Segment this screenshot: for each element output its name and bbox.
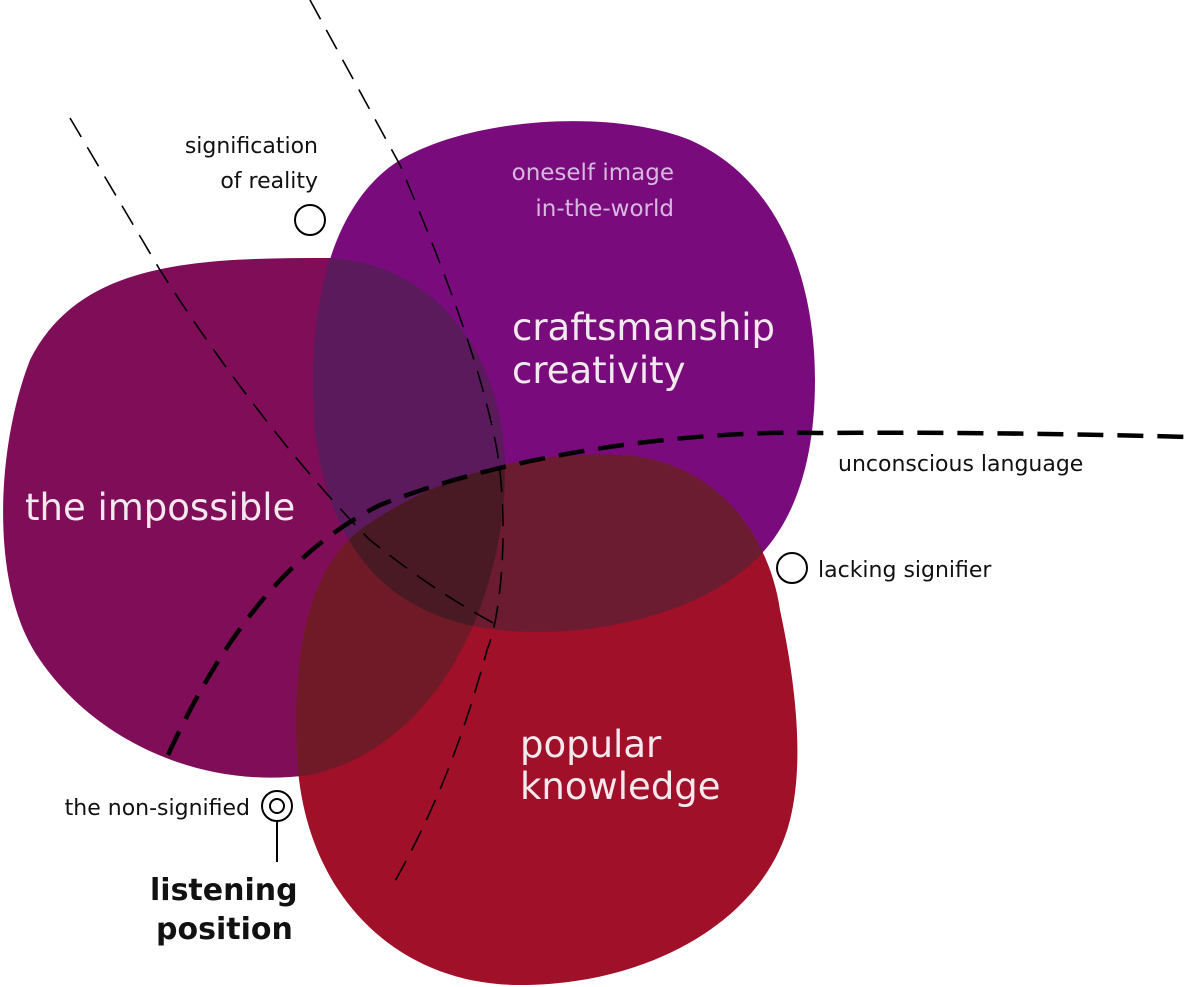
popular-label: popular xyxy=(520,723,662,766)
the-impossible-label: the impossible xyxy=(25,486,295,529)
oneself-image-label: oneself image xyxy=(512,160,674,186)
unconscious-language-label: unconscious language xyxy=(838,452,1083,477)
left-dashed-line xyxy=(69,117,498,626)
creativity-label: creativity xyxy=(512,349,686,392)
signification-label: signification xyxy=(185,134,318,159)
unconscious-language-line xyxy=(165,430,1189,756)
non-signified-label: the non-signified xyxy=(65,796,250,821)
of-reality-label: of reality xyxy=(220,169,318,194)
in-the-world-label: in-the-world xyxy=(535,196,674,222)
signification-marker-icon xyxy=(294,204,326,236)
listening-label: listening xyxy=(150,873,298,908)
knowledge-label: knowledge xyxy=(520,765,721,808)
non-signified-inner-ring-icon xyxy=(269,798,285,814)
upper-dashed-line xyxy=(309,0,504,891)
craftsmanship-label: craftsmanship xyxy=(512,306,775,349)
position-label: position xyxy=(156,912,293,947)
lacking-signifier-label: lacking signifier xyxy=(818,558,992,583)
lacking-signifier-marker-icon xyxy=(776,552,808,584)
